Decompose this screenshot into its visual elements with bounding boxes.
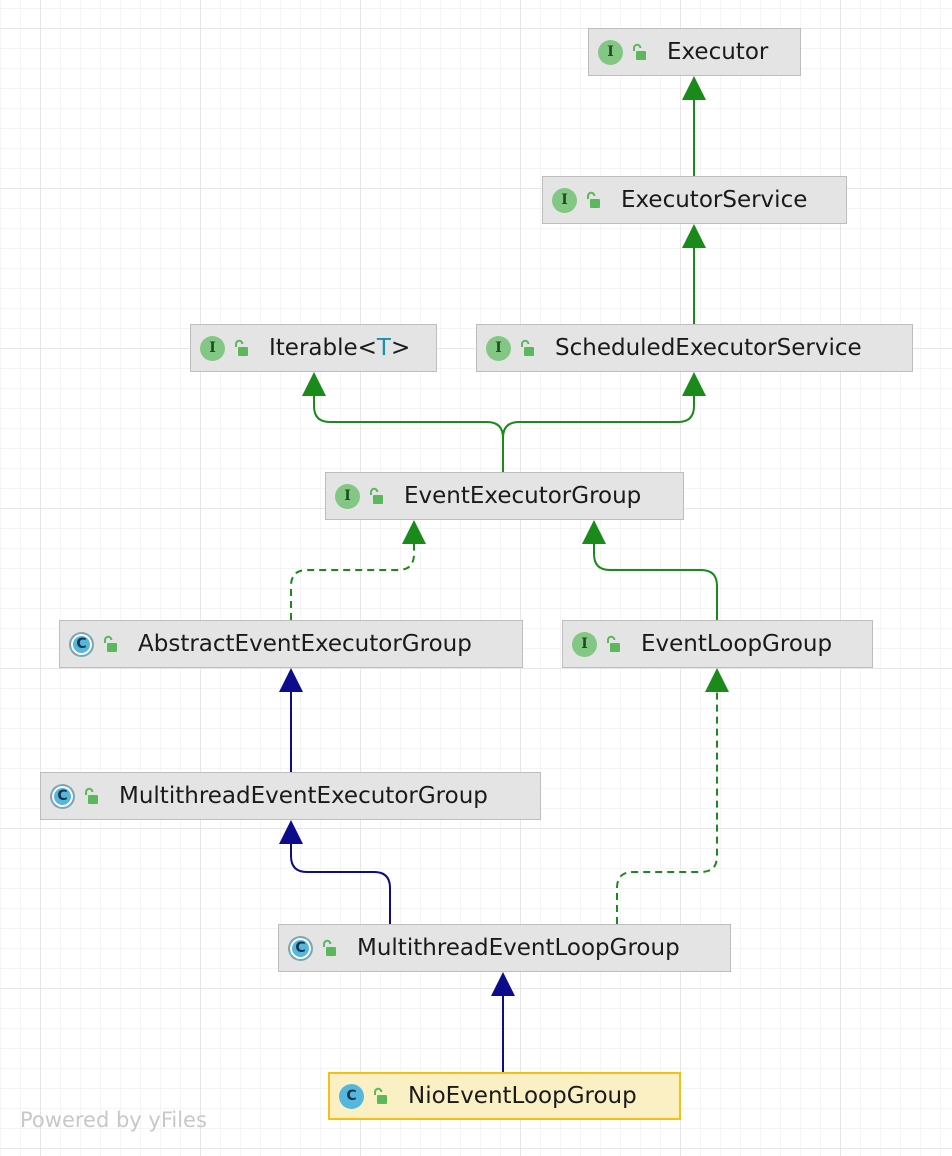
arrowhead-iterable xyxy=(302,372,326,396)
node-scheduled-executor-service[interactable]: I ScheduledExecutorService xyxy=(476,324,913,372)
arrowhead-event-loop-group xyxy=(705,668,729,692)
edge-abstract-event-executor-group-to-event-executor-group xyxy=(290,542,415,620)
node-multithread-event-loop-group[interactable]: C MultithreadEventLoopGroup xyxy=(278,924,731,972)
unlocked-icon xyxy=(323,939,336,956)
arrowhead-multithread-event-loop-group xyxy=(491,972,515,996)
node-scheduled-executor-service-label: ScheduledExecutorService xyxy=(555,335,862,361)
node-nio-event-loop-group-label: NioEventLoopGroup xyxy=(408,1083,637,1109)
edge-multithread-event-loop-group-to-event-loop-group xyxy=(616,690,718,924)
interface-icon: I xyxy=(486,335,511,361)
node-executor-label: Executor xyxy=(667,39,769,65)
node-iterable[interactable]: I Iterable<T> xyxy=(190,324,437,372)
arrowhead-abstract-event-executor-group xyxy=(279,668,303,692)
unlocked-icon xyxy=(521,339,534,356)
interface-icon: I xyxy=(572,631,597,657)
node-executor-service-label: ExecutorService xyxy=(621,187,808,213)
unlocked-icon xyxy=(235,339,248,356)
node-executor-service[interactable]: I ExecutorService xyxy=(542,176,847,224)
class-icon: C xyxy=(339,1083,364,1109)
node-nio-event-loop-group[interactable]: C NioEventLoopGroup xyxy=(328,1072,681,1120)
abstract-class-icon: C xyxy=(69,631,94,657)
node-abstract-event-executor-group-label: AbstractEventExecutorGroup xyxy=(138,631,472,657)
node-executor[interactable]: I Executor xyxy=(588,28,801,76)
node-multithread-event-executor-group-label: MultithreadEventExecutorGroup xyxy=(119,783,488,809)
arrowhead-event-executor-group-right xyxy=(582,520,606,544)
node-multithread-event-executor-group[interactable]: C MultithreadEventExecutorGroup xyxy=(40,772,541,820)
unlocked-icon xyxy=(633,43,646,60)
interface-icon: I xyxy=(335,483,360,509)
arrowhead-event-executor-group-left xyxy=(402,520,426,544)
arrowhead-multithread-event-executor-group xyxy=(279,820,303,844)
unlocked-icon xyxy=(587,191,600,208)
edge-event-loop-group-to-event-executor-group xyxy=(593,542,718,620)
interface-icon: I xyxy=(598,39,623,65)
node-iterable-label: Iterable<T> xyxy=(269,335,410,361)
unlocked-icon xyxy=(85,787,98,804)
interface-icon: I xyxy=(552,187,577,213)
powered-by-watermark: Powered by yFiles xyxy=(20,1108,207,1132)
unlocked-icon xyxy=(370,487,383,504)
node-event-executor-group[interactable]: I EventExecutorGroup xyxy=(325,472,684,520)
node-event-loop-group[interactable]: I EventLoopGroup xyxy=(562,620,873,668)
arrowhead-executor-service xyxy=(682,224,706,248)
edge-event-executor-group-to-scheduled-executor-service xyxy=(502,394,695,472)
unlocked-icon xyxy=(104,635,117,652)
edge-arrowheads xyxy=(279,76,729,996)
node-iterable-name: Iterable< xyxy=(269,335,377,361)
unlocked-icon xyxy=(374,1087,387,1104)
edge-event-executor-group-to-iterable xyxy=(313,394,504,472)
arrowhead-executor xyxy=(682,76,706,100)
node-event-executor-group-label: EventExecutorGroup xyxy=(404,483,642,509)
edge-multithread-event-loop-group-to-multithread-event-executor-group xyxy=(290,842,391,924)
node-abstract-event-executor-group[interactable]: C AbstractEventExecutorGroup xyxy=(59,620,523,668)
abstract-class-icon: C xyxy=(50,783,75,809)
node-multithread-event-loop-group-label: MultithreadEventLoopGroup xyxy=(357,935,680,961)
arrowhead-scheduled-executor-service xyxy=(682,372,706,396)
type-parameter: T xyxy=(376,335,391,361)
interface-icon: I xyxy=(200,335,225,361)
node-event-loop-group-label: EventLoopGroup xyxy=(641,631,833,657)
abstract-class-icon: C xyxy=(288,935,313,961)
unlocked-icon xyxy=(607,635,620,652)
node-iterable-name-suffix: > xyxy=(390,335,411,361)
